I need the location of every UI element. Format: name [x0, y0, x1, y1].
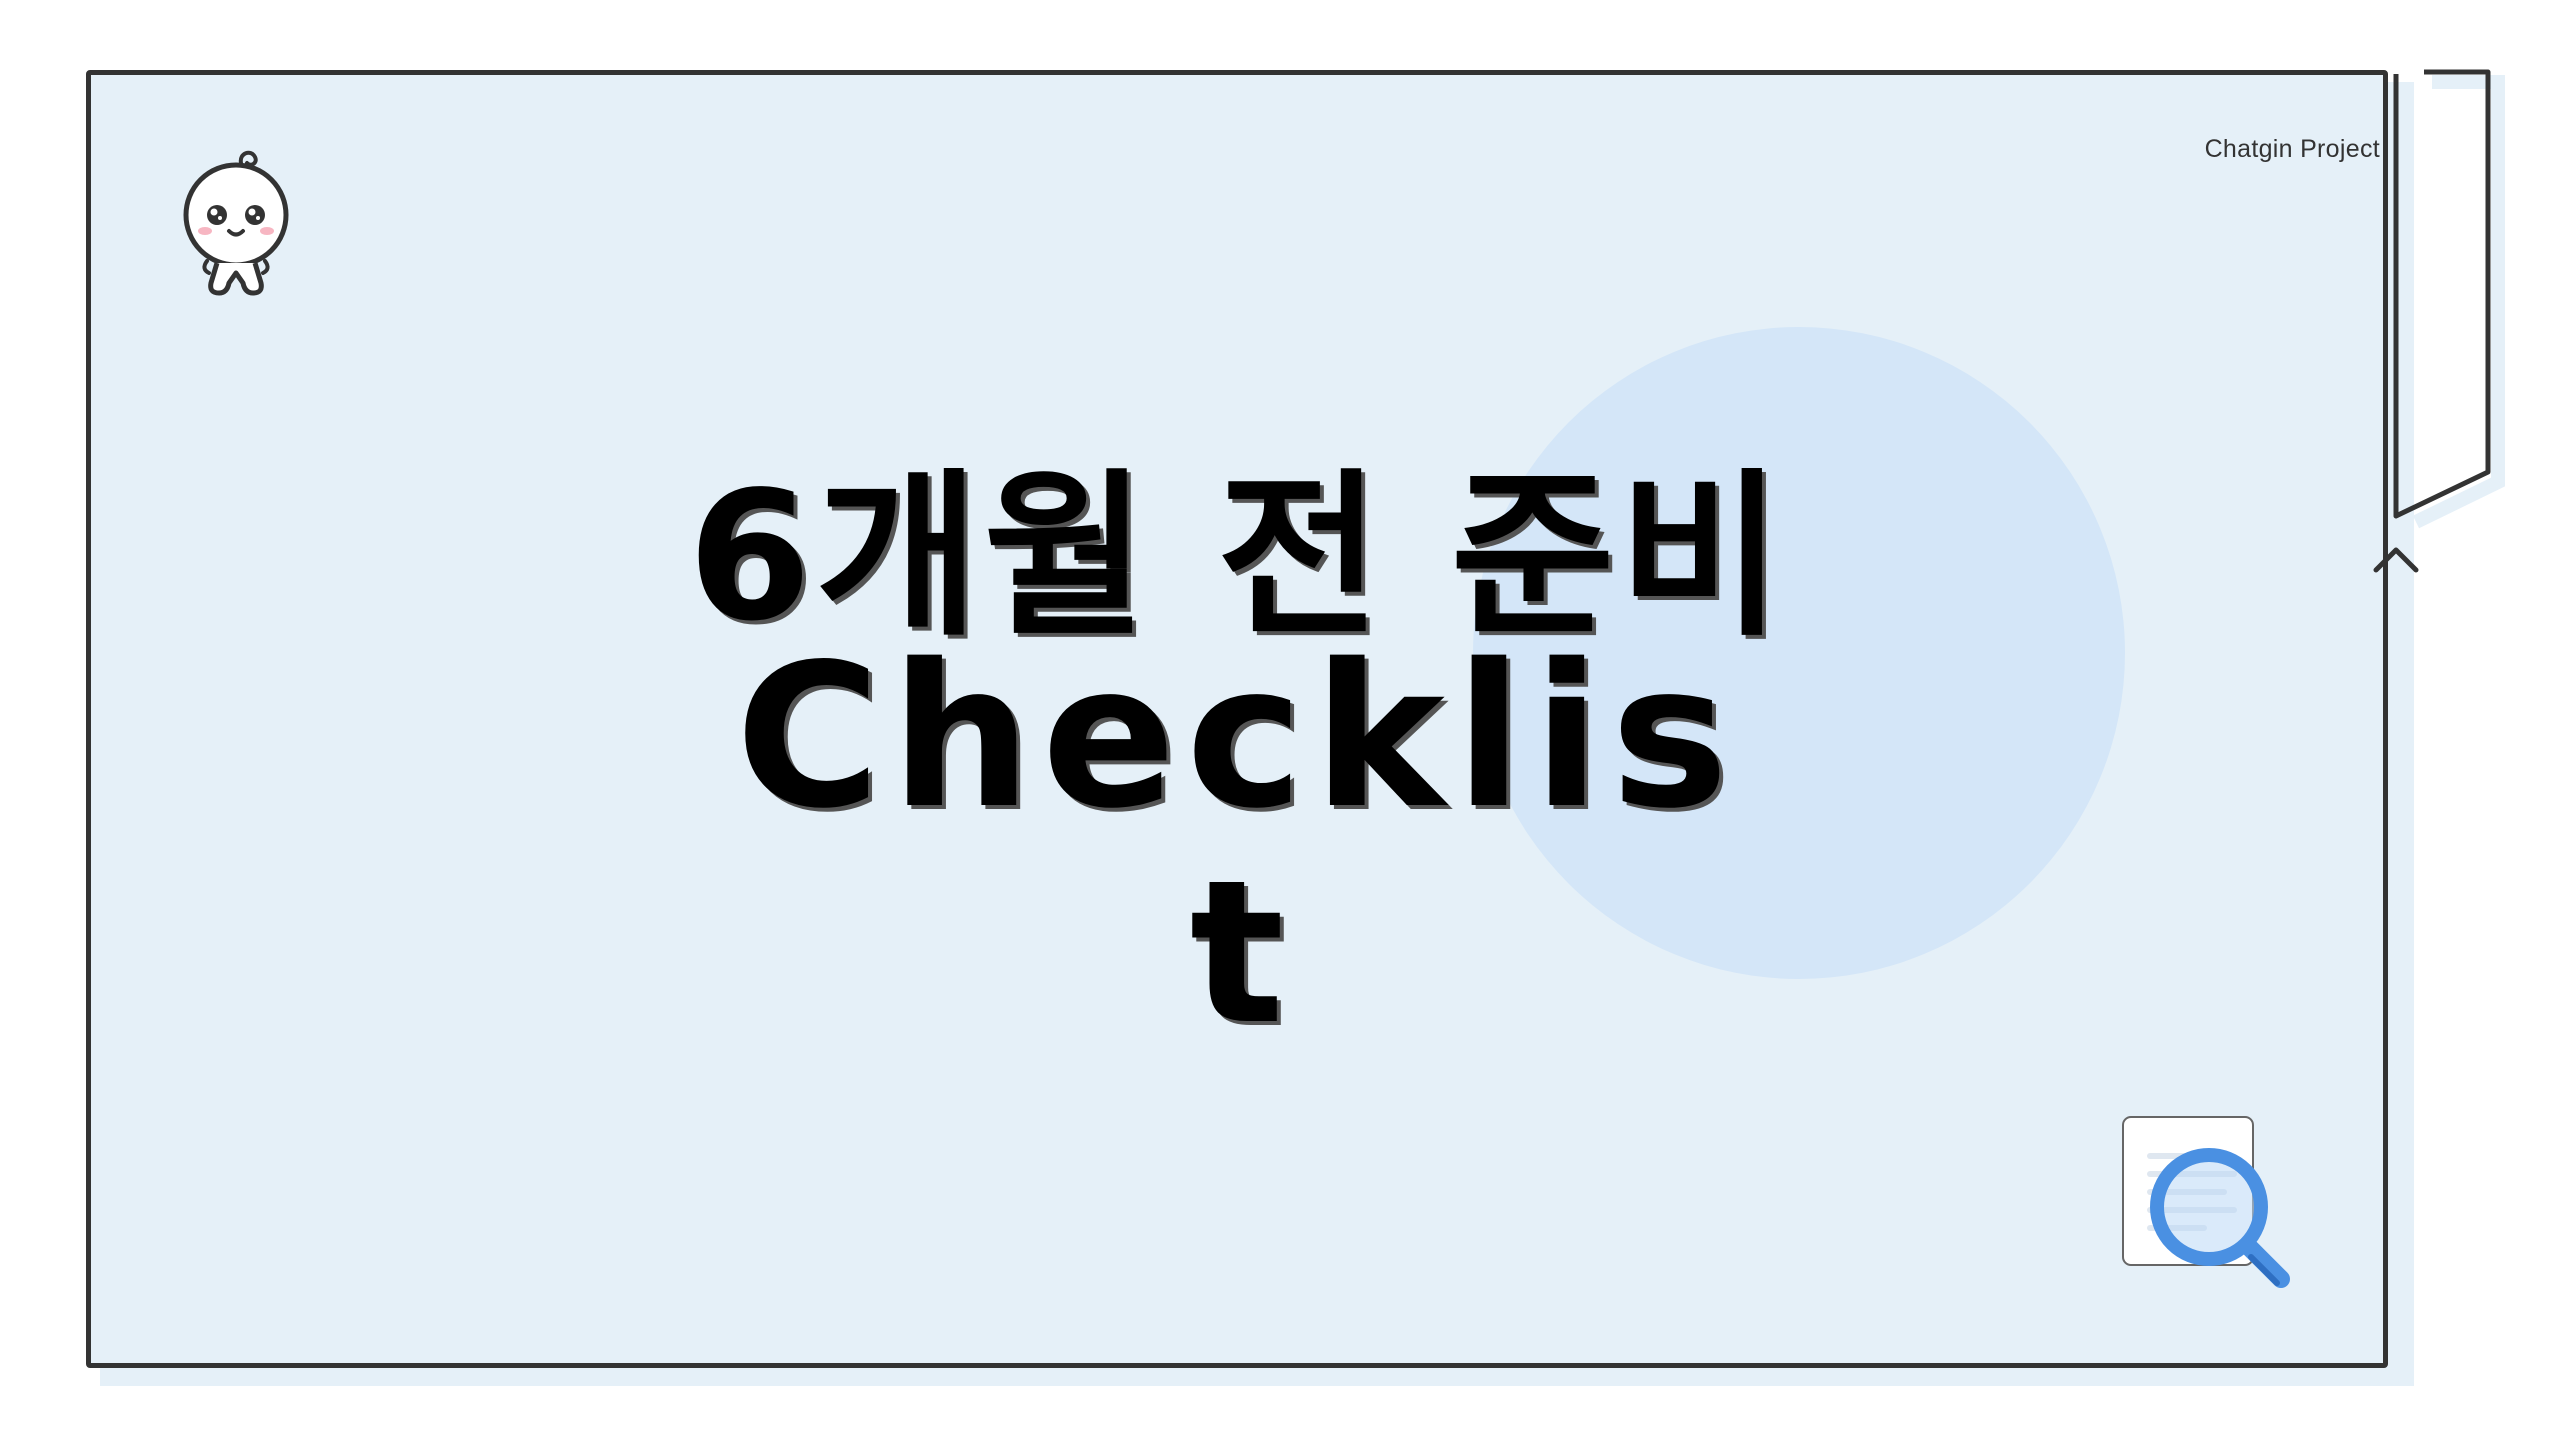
slide-panel: 6개월 전 준비 Checklis t Chatgin Project	[86, 70, 2388, 1368]
baby-mascot-icon	[183, 150, 289, 296]
title-line-2: Checklis	[735, 621, 1739, 852]
title-line-1: 6개월 전 준비	[687, 453, 1787, 660]
title-line-3: t	[1189, 837, 1285, 1068]
decorative-circle	[1473, 327, 2125, 979]
brand-label: Chatgin Project	[2204, 135, 2380, 163]
document-search-icon	[2122, 1116, 2290, 1288]
